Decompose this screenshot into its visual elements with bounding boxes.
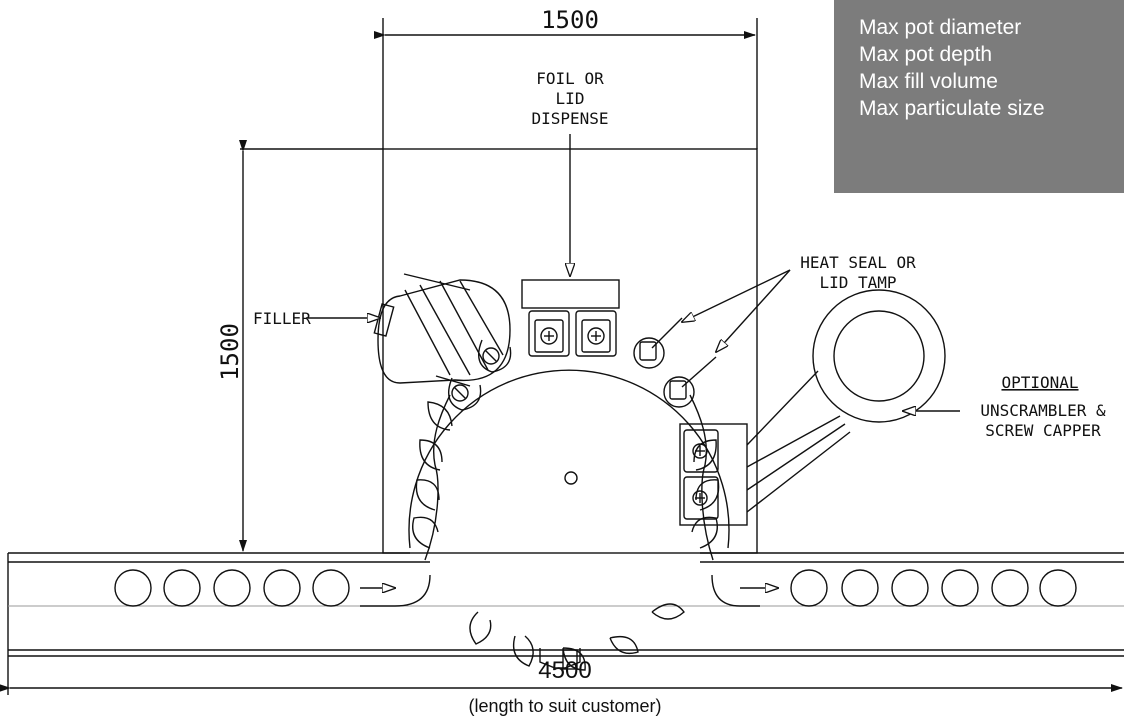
heat-seal-station: [633, 269, 791, 408]
turret-center: [564, 471, 578, 485]
heat-seal-label-line2: LID TAMP: [819, 273, 896, 292]
top-width-label: 1500: [541, 6, 599, 34]
optional-label: OPTIONAL: [1001, 373, 1078, 392]
foil-label-line3: DISPENSE: [531, 109, 608, 128]
conveyor: [7, 552, 1124, 657]
top-width-dimension: [374, 18, 758, 149]
spec-item-particulate-size: Max particulate size: [859, 97, 1045, 120]
heat-seal-label-line1: HEAT SEAL OR: [800, 253, 916, 272]
foil-dispense-station: [521, 134, 620, 357]
unscrambler-label-line2: SCREW CAPPER: [985, 421, 1101, 440]
foil-label-line1: FOIL OR: [536, 69, 604, 88]
overall-length-dimension: [0, 656, 1123, 695]
infeed-pots: [114, 569, 395, 607]
spec-panel: Max pot diameter Max pot depth Max fill …: [834, 0, 1124, 193]
spec-item-pot-depth: Max pot depth: [859, 43, 993, 66]
outfeed-pots: [740, 569, 1077, 607]
spec-item-pot-diameter: Max pot diameter: [859, 16, 1022, 39]
height-dimension: [239, 140, 383, 552]
unscrambler-label-line1: UNSCRAMBLER &: [980, 401, 1106, 420]
filler-station: [306, 273, 512, 411]
foil-label-line2: LID: [556, 89, 585, 108]
filler-label: FILLER: [253, 309, 311, 328]
overall-length-label: 4500: [538, 657, 591, 684]
height-label: 1500: [216, 323, 244, 381]
spec-item-fill-volume: Max fill volume: [859, 70, 998, 93]
rotary-table: [408, 369, 730, 671]
screw-capper-station: [679, 289, 960, 526]
length-note: (length to suit customer): [468, 696, 661, 716]
